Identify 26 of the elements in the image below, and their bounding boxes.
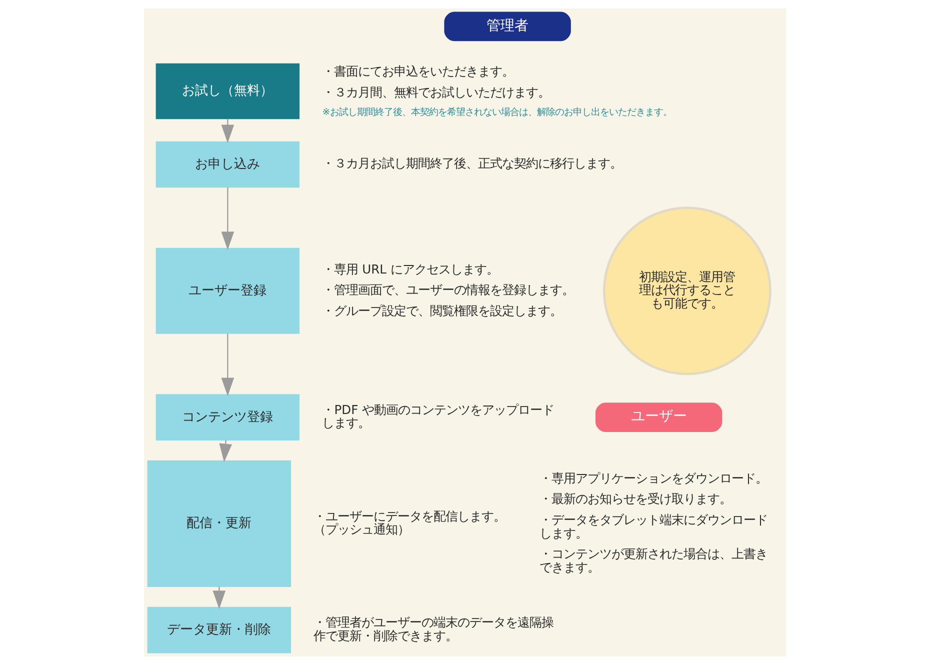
arrow [220,334,234,396]
node-box: お申し込み [155,141,300,188]
node-label: ※お試し期間終了後、本契約を希望されない場合は、解除のお申し出をいただきます。 [322,106,672,118]
arrow [220,187,234,250]
arrow [218,440,232,462]
node-label: ・データをタブレット端末にダウンロードします。 [539,513,768,540]
node-box: ユーザー登録 [155,248,300,334]
node-circle: 初期設定、運用管理は代行することも可能です。 [602,206,771,376]
node-label: ・PDF や動画のコンテンツをアップロードします。 [322,402,554,430]
node-label: ・管理画面で、ユーザーの情報を登録します。 [322,283,574,298]
node-box: コンテンツ登録 [155,394,300,440]
node-box: お試し（無料） [155,63,300,120]
node-label: ・ユーザーにデータを配信します。（プッシュ通知） [313,509,506,536]
node-label: ・最新のお知らせを受け取ります。 [539,492,732,506]
node-box: 管理者 [444,12,570,42]
node-box: ユーザー [594,402,722,432]
node-label: ・専用アプリケーションをダウンロード。 [539,471,768,486]
node-label: ・コンテンツが更新された場合は、上書きできます。 [539,547,768,574]
node-label: ・３カ月間、無料でお試しいただけます。 [322,85,550,100]
node-label: ・３カ月お試し期間終了後、正式な契約に移行します。 [322,156,622,171]
node-label: ・専用 URL にアクセスします。 [322,262,498,276]
node-label: ・書面にてお申込をいただきます。 [322,64,514,79]
node-box: 配信・更新 [146,460,291,588]
node-label: ・グループ設定で、閲覧権限を設定します。 [322,304,562,318]
node-box: データ更新・削除 [146,606,291,654]
node-label: ・管理者がユーザーの端末のデータを遠隔操作で更新・削除できます。 [313,616,554,643]
